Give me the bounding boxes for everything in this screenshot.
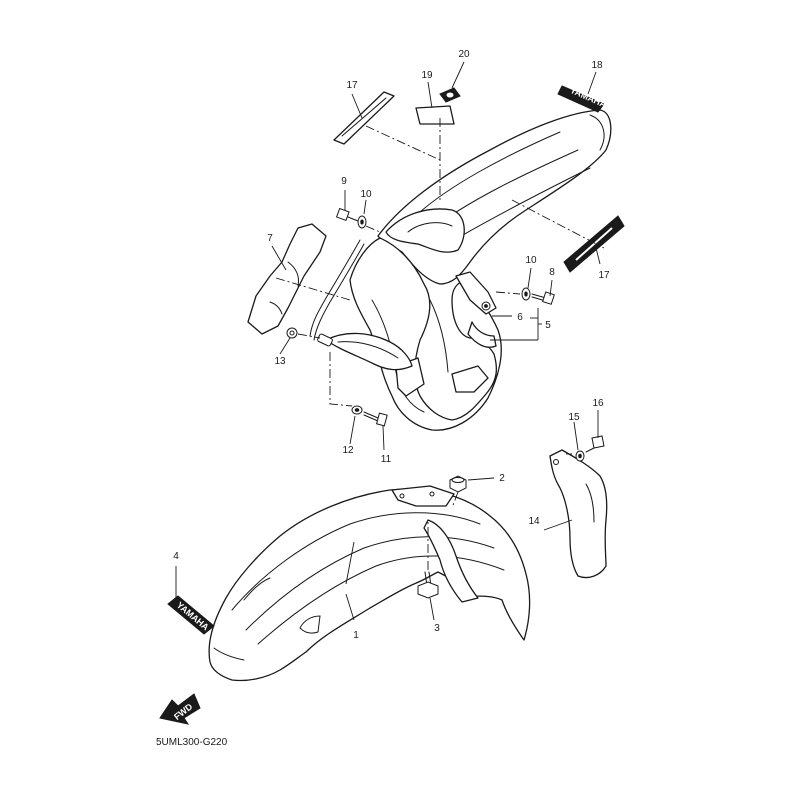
bolt-8[interactable] [531, 291, 555, 305]
callout-16[interactable]: 16 [592, 398, 604, 409]
callout-10-right[interactable]: 10 [525, 255, 537, 266]
washer-12[interactable] [351, 405, 363, 415]
callout-6[interactable]: 6 [517, 312, 523, 323]
fwd-direction-arrow: FWD [159, 693, 201, 725]
callout-14[interactable]: 14 [528, 516, 540, 527]
nut-2[interactable] [449, 475, 467, 493]
side-guard-plate[interactable] [247, 223, 327, 335]
callout-8[interactable]: 8 [549, 267, 555, 278]
callout-4[interactable]: 4 [173, 551, 179, 562]
decal-19[interactable] [415, 105, 455, 125]
decal-4-brand[interactable]: YAMAHA [167, 595, 215, 635]
decal-4-text: YAMAHA [175, 600, 211, 633]
callout-labels: 1 2 3 4 5 6 7 8 9 10 10 11 12 13 14 15 1… [173, 49, 610, 641]
rear-fender[interactable] [309, 109, 612, 431]
callout-9[interactable]: 9 [341, 176, 347, 187]
leader-lines [175, 61, 601, 621]
washer-13[interactable] [286, 327, 298, 339]
callout-13[interactable]: 13 [274, 356, 286, 367]
callout-19[interactable]: 19 [421, 70, 433, 81]
washer-10-right[interactable] [521, 287, 531, 301]
washer-15[interactable] [575, 450, 585, 462]
mud-flap[interactable] [549, 449, 608, 579]
bolt-3[interactable] [417, 571, 439, 599]
screw-16[interactable] [585, 435, 605, 453]
bolt-11[interactable] [363, 411, 388, 427]
grommet-20[interactable] [439, 87, 461, 103]
callout-11[interactable]: 11 [381, 454, 392, 465]
bolt-9[interactable] [335, 207, 359, 222]
callout-5[interactable]: 5 [545, 320, 551, 331]
callout-3[interactable]: 3 [434, 623, 440, 634]
washer-10-left[interactable] [357, 215, 367, 229]
callout-20[interactable]: 20 [458, 49, 470, 60]
callout-15[interactable]: 15 [568, 412, 580, 423]
decal-18-brand[interactable]: YAMAHA [557, 85, 608, 113]
callout-12[interactable]: 12 [342, 445, 354, 456]
decal-17-side[interactable] [563, 215, 625, 273]
decal-17-upper[interactable] [333, 91, 395, 145]
callout-1[interactable]: 1 [353, 630, 359, 641]
callout-2[interactable]: 2 [499, 473, 505, 484]
assembly-lines [275, 118, 605, 570]
rear-mount-bolt[interactable] [481, 301, 491, 311]
callout-18[interactable]: 18 [591, 60, 603, 71]
callout-7[interactable]: 7 [267, 233, 273, 244]
diagram-code: 5UML300-G220 [156, 737, 228, 748]
front-fender[interactable] [208, 485, 531, 682]
callout-17-upper[interactable]: 17 [346, 80, 358, 91]
callout-17-side[interactable]: 17 [598, 270, 610, 281]
callout-10-left[interactable]: 10 [360, 189, 372, 200]
collar-front[interactable] [317, 333, 333, 347]
